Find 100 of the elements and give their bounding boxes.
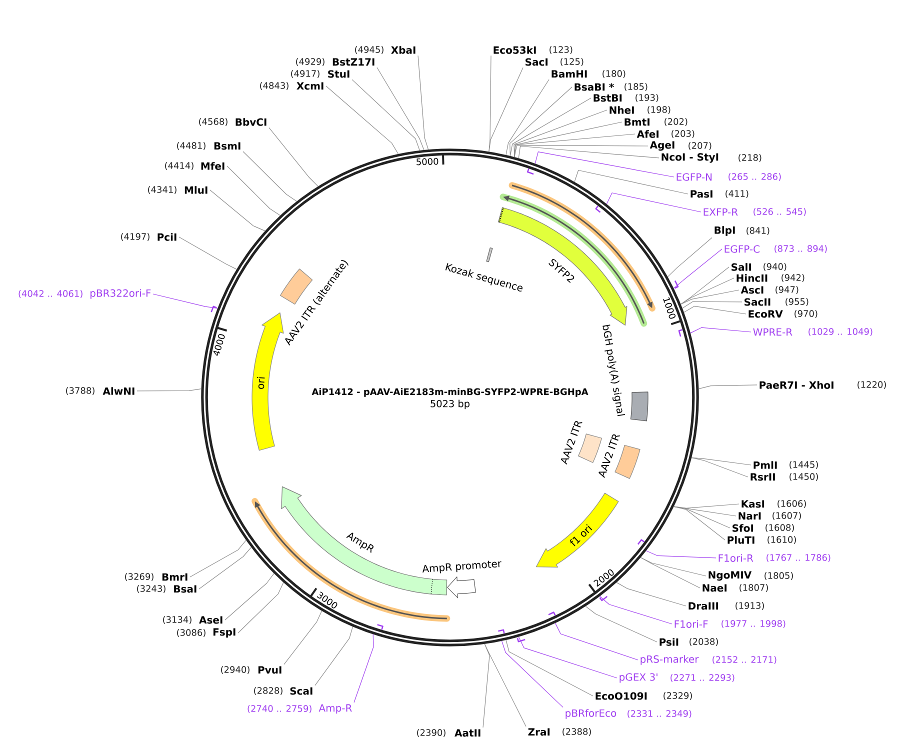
leader-line bbox=[690, 327, 752, 334]
position-label: (2388) bbox=[562, 728, 591, 736]
site-label: XcmI bbox=[296, 82, 324, 90]
position-label: (1450) bbox=[790, 472, 818, 481]
position-label: (3269) bbox=[125, 572, 154, 581]
site-label: MluI bbox=[184, 186, 208, 194]
leader-line bbox=[514, 134, 636, 158]
scale-label: 1000 bbox=[663, 297, 676, 319]
leader-line bbox=[640, 557, 700, 588]
position-label: (947) bbox=[776, 286, 798, 294]
leader-line bbox=[506, 640, 594, 696]
position-label: (942) bbox=[782, 274, 804, 282]
position-label: (207) bbox=[688, 142, 712, 150]
site-label: SalI bbox=[732, 263, 751, 271]
primer-label: pBRforEco bbox=[566, 709, 616, 719]
leader-line bbox=[238, 582, 284, 634]
position-label: (4341) bbox=[148, 186, 176, 194]
leader-line bbox=[488, 55, 492, 152]
leader-line bbox=[514, 144, 648, 158]
leader-line bbox=[224, 573, 274, 620]
primer-label: pGEX 3' bbox=[620, 673, 658, 683]
primer-label: F1ori-F bbox=[674, 620, 708, 628]
site-label: PvuI bbox=[258, 666, 282, 674]
scale-label: 4000 bbox=[213, 334, 225, 356]
site-label: HincII bbox=[736, 274, 768, 282]
leader-line bbox=[484, 644, 526, 727]
site-label: SacII bbox=[744, 298, 770, 306]
position-label: (873 .. 894) bbox=[774, 244, 827, 253]
primer-label: EGFP-C bbox=[724, 245, 760, 253]
position-label: (2828) bbox=[254, 686, 282, 695]
position-label: (1220) bbox=[858, 380, 886, 389]
position-label: (218) bbox=[738, 154, 762, 162]
leader-line bbox=[510, 86, 572, 156]
position-label: (1913) bbox=[736, 602, 764, 610]
leader-line bbox=[198, 546, 252, 590]
position-label: (2331 .. 2349) bbox=[628, 710, 692, 718]
site-label: BsaI bbox=[174, 585, 196, 593]
site-label: AscI bbox=[740, 286, 764, 294]
position-label: (202) bbox=[664, 118, 688, 126]
leader-line bbox=[673, 248, 722, 289]
site-label: BbvCI bbox=[236, 118, 266, 126]
leader-line bbox=[518, 636, 618, 678]
leader-line bbox=[284, 610, 322, 665]
primer-label: EXFP-R bbox=[704, 208, 738, 216]
leader-line bbox=[646, 550, 716, 558]
leader-line bbox=[691, 457, 748, 478]
position-label: (4929) bbox=[296, 58, 324, 66]
site-label: MfeI bbox=[201, 162, 224, 170]
leader-line bbox=[682, 301, 742, 309]
position-label: (2740 .. 2759) bbox=[248, 704, 312, 713]
leader-line bbox=[418, 55, 429, 150]
position-label: (1606) bbox=[778, 500, 806, 508]
position-label: (3086) bbox=[177, 628, 206, 637]
position-label: (4843) bbox=[260, 82, 288, 90]
position-label: (1608) bbox=[766, 524, 794, 532]
leader-line bbox=[510, 98, 592, 156]
leader-line bbox=[501, 640, 564, 708]
position-label: (4917) bbox=[291, 70, 320, 78]
leader-line bbox=[680, 266, 730, 305]
site-label: EcoRV bbox=[748, 310, 783, 318]
leader-line bbox=[354, 634, 374, 703]
site-label: NheI bbox=[610, 106, 634, 114]
position-label: (4197) bbox=[121, 232, 150, 241]
position-label: (1767 .. 1786) bbox=[766, 554, 830, 562]
site-label: AgeI bbox=[650, 141, 674, 151]
leader-line bbox=[640, 557, 706, 576]
leader-line bbox=[574, 170, 688, 194]
site-label: BamHI bbox=[552, 70, 587, 78]
leader-line bbox=[673, 506, 730, 528]
site-label: SfoI bbox=[732, 524, 754, 532]
position-label: (265 .. 286) bbox=[728, 172, 781, 181]
leader-line bbox=[684, 306, 746, 314]
site-label: AseI bbox=[199, 616, 222, 624]
position-label: (180) bbox=[602, 70, 626, 78]
leader-line bbox=[554, 622, 638, 660]
position-label: (2390) bbox=[417, 728, 446, 737]
position-label: (4945) bbox=[355, 46, 384, 54]
leader-line bbox=[680, 278, 734, 305]
node-label: bGH poly(A) signal bbox=[602, 324, 626, 416]
leader-line bbox=[506, 79, 550, 156]
leader-line bbox=[518, 146, 660, 159]
site-label: EcoO109I bbox=[596, 692, 647, 700]
leader-line bbox=[514, 110, 608, 158]
position-label: (1805) bbox=[764, 572, 793, 580]
site-label: PmlI bbox=[754, 461, 777, 469]
site-label: BstBI bbox=[594, 94, 622, 102]
position-label: (2940) bbox=[221, 666, 250, 674]
position-label: (1610) bbox=[768, 536, 796, 544]
site-label: Eco53kI bbox=[494, 46, 536, 54]
map-title: AiP1412 - pAAV-AiE2183m-minBG-SYFP2-WPRE-BGHpA bbox=[312, 388, 588, 397]
leader-line bbox=[616, 582, 686, 606]
position-label: (3134) bbox=[163, 616, 192, 624]
site-label: NgoMIV bbox=[708, 571, 752, 581]
position-label: (2329) bbox=[664, 692, 692, 700]
site-label: AfeI bbox=[636, 130, 658, 138]
position-label: (1445) bbox=[790, 460, 818, 469]
leader-line bbox=[698, 384, 758, 390]
leader-line bbox=[534, 152, 674, 178]
position-label: (1607) bbox=[772, 512, 801, 520]
site-label: BmtI bbox=[624, 118, 650, 126]
